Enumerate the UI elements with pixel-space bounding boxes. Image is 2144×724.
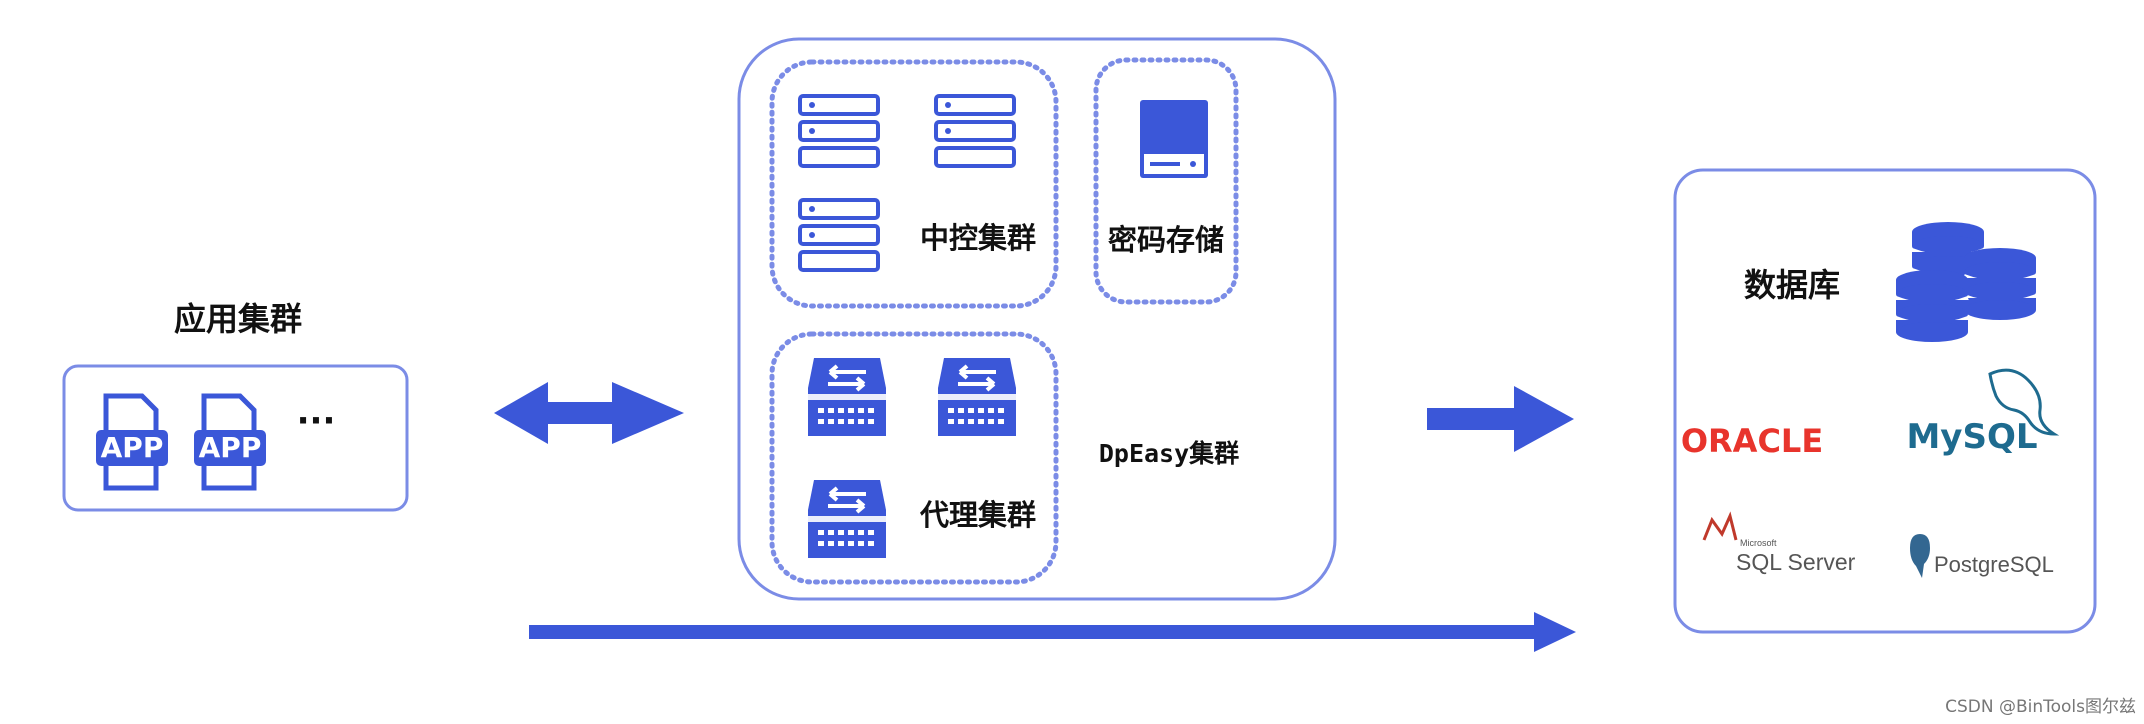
proxy-cluster-group: [769, 331, 1059, 585]
central-control-group: [769, 59, 1059, 309]
proxy-switch-icon: [806, 478, 888, 560]
server-icon: [798, 94, 880, 168]
long-arrow-right-icon: [529, 612, 1576, 652]
app-icon: APP: [194, 396, 266, 488]
storage-disk-icon: [1140, 100, 1208, 178]
sqlserver-logo-text: SQL Server: [1736, 549, 1856, 575]
mysql-logo: MySQL: [1906, 368, 2060, 457]
key-storage-label: 密码存储: [1108, 223, 1224, 257]
app-cluster-title: 应用集群: [174, 300, 302, 338]
more-apps-ellipsis: ···: [297, 401, 336, 441]
dpeasy-cluster-label: DpEasy集群: [1099, 439, 1239, 468]
app-icon-label: APP: [199, 431, 262, 464]
dpeasy-cluster-box: [737, 37, 1337, 601]
proxy-switch-icon: [806, 356, 888, 438]
server-icon: [798, 198, 880, 272]
bidirectional-arrow-icon: [494, 382, 684, 444]
arrow-right-icon: [1427, 386, 1574, 452]
postgresql-logo-text: PostgreSQL: [1934, 552, 2054, 577]
server-icon: [934, 94, 1016, 168]
oracle-logo: ORACLE: [1681, 422, 1823, 460]
key-storage-group: [1093, 57, 1239, 305]
postgresql-logo: PostgreSQL: [1910, 534, 2054, 578]
app-icon-label: APP: [101, 431, 164, 464]
database-label: 数据库: [1744, 266, 1840, 304]
app-icon: APP: [96, 396, 168, 488]
sqlserver-logo: Microsoft SQL Server: [1702, 511, 1856, 575]
sqlserver-microsoft-text: Microsoft: [1740, 538, 1777, 548]
proxy-switch-icon: [936, 356, 1018, 438]
proxy-cluster-label: 代理集群: [919, 498, 1036, 532]
mysql-logo-text: MySQL: [1906, 417, 2037, 457]
central-control-label: 中控集群: [920, 221, 1036, 255]
watermark-text: CSDN @BinTools图尔兹: [1945, 697, 2136, 717]
